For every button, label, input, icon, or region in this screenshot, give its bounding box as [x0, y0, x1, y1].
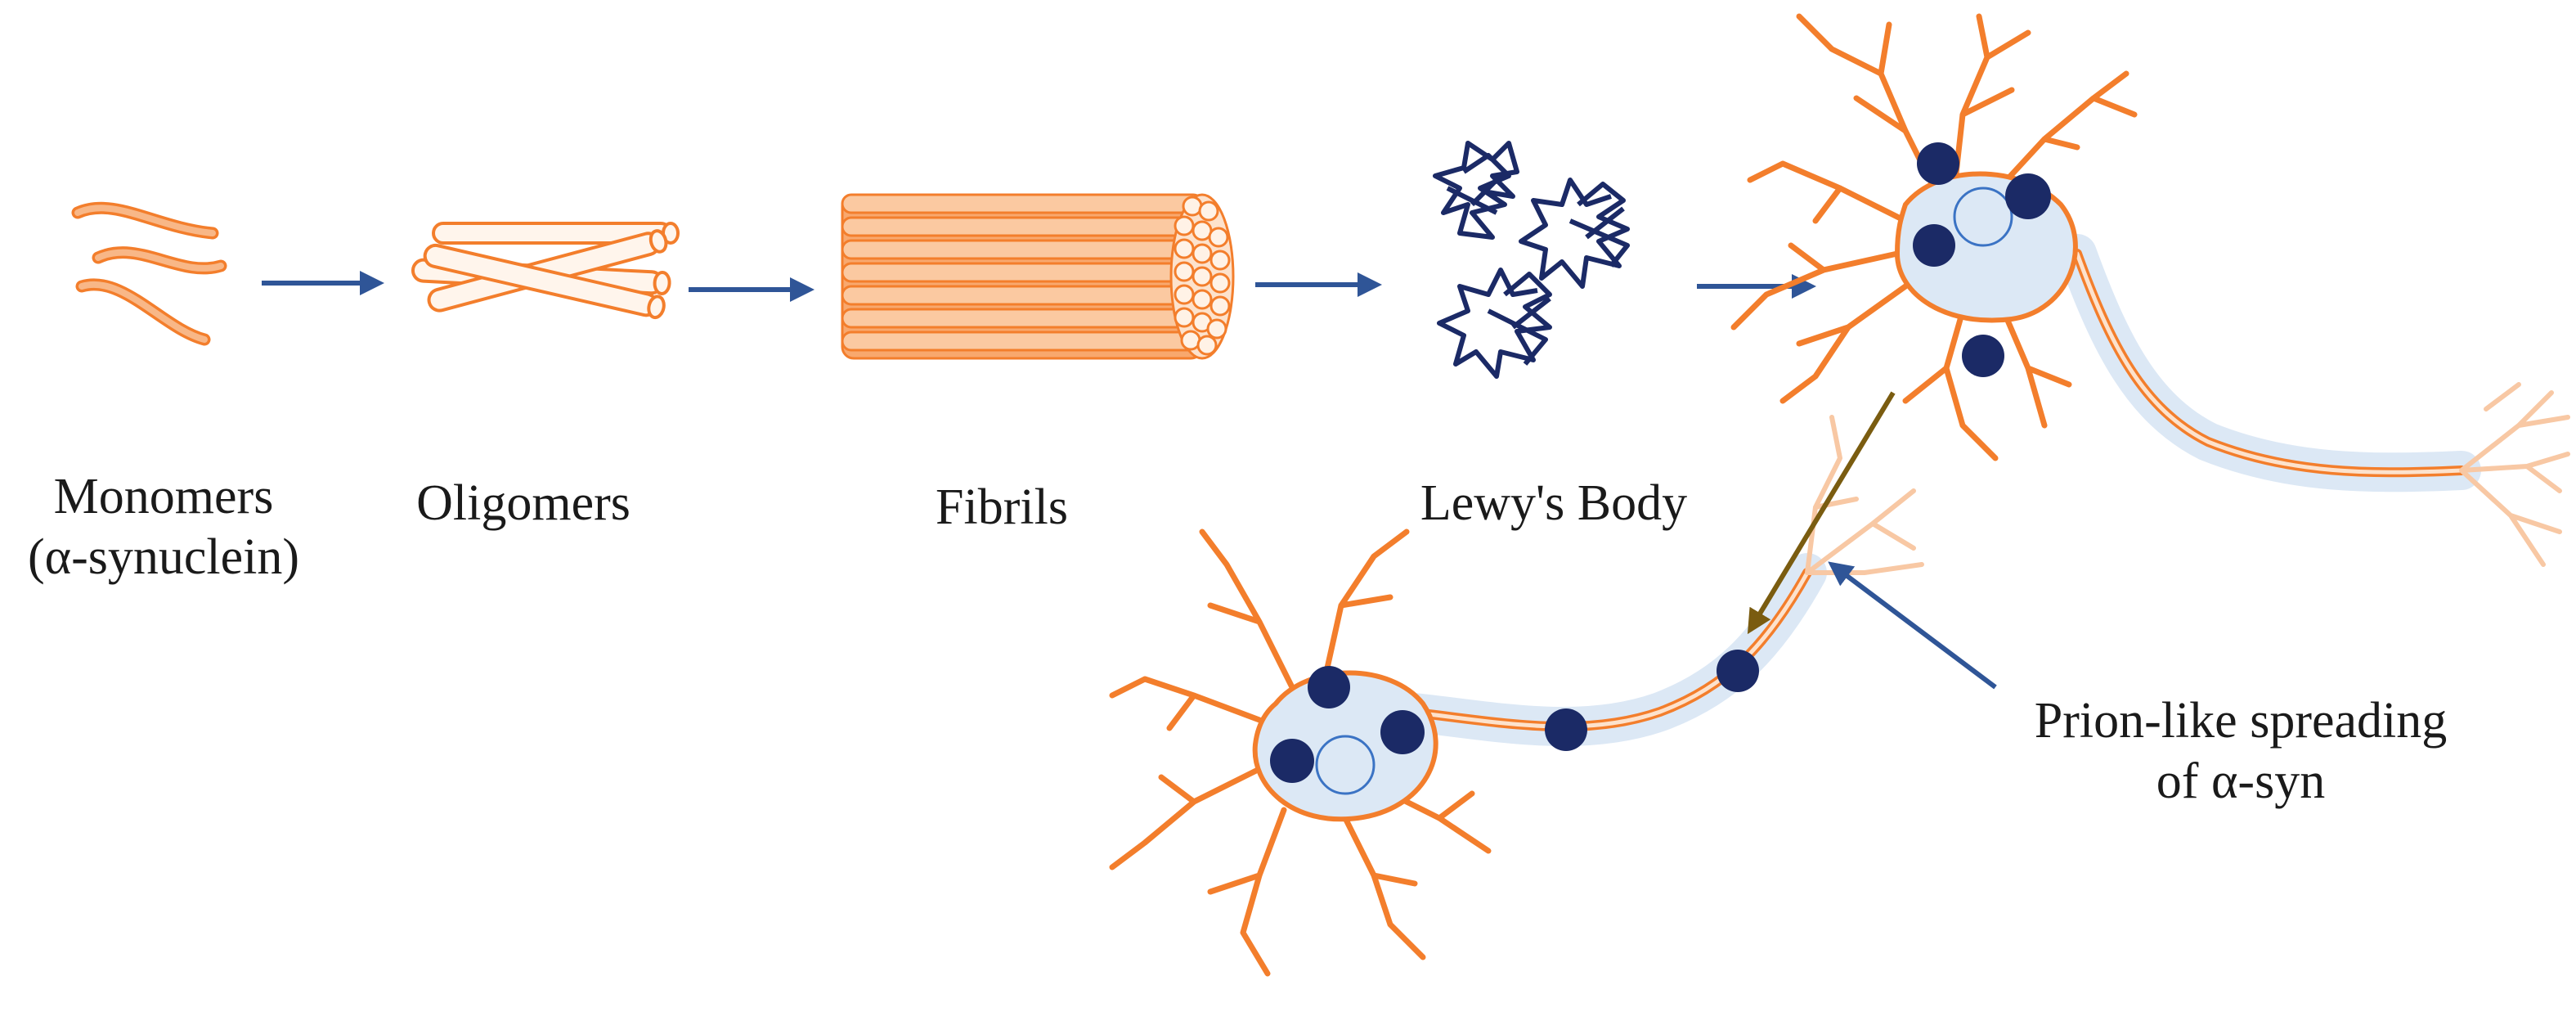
- label-monomers-line1: Monomers: [53, 469, 274, 524]
- upper-axon: [2058, 234, 2481, 493]
- lower-neuron-icon: [1109, 415, 1924, 977]
- lower-dendrites: [1109, 528, 1492, 977]
- upper-axon-terminals: [2459, 382, 2570, 567]
- label-lewy-body: Lewy's Body: [1420, 475, 1688, 531]
- label-monomers-line2: (α-synuclein): [27, 529, 300, 585]
- label-monomers: Monomers (α-synuclein): [0, 466, 327, 587]
- oligomers-icon: [411, 222, 680, 320]
- spreading-arrow-brown: [1747, 391, 1896, 635]
- label-prion-line2: of α-syn: [2156, 753, 2326, 809]
- label-prion-line1: Prion-like spreading: [2034, 693, 2448, 749]
- upper-neuron-icon: [1730, 13, 2570, 567]
- label-prion-spreading: Prion-like spreading of α-syn: [1905, 690, 2576, 812]
- lower-axon-terminals: [1805, 415, 1924, 575]
- fibrils-icon: [841, 193, 1235, 360]
- lower-nucleus: [1315, 735, 1376, 795]
- upper-nucleus: [1953, 187, 2013, 247]
- monomers-icon: [71, 201, 227, 346]
- upper-dendrites: [1730, 13, 2138, 461]
- label-fibrils: Fibrils: [936, 479, 1068, 535]
- prion-pointer-arrow: [1828, 561, 1997, 690]
- lower-lewy-bodies: [1270, 650, 1759, 783]
- label-oligomers: Oligomers: [416, 475, 631, 531]
- lower-axon: [1387, 553, 1827, 747]
- upper-lewy-bodies: [1913, 142, 2051, 377]
- lewy-body-aggregates-icon: [1433, 141, 1630, 379]
